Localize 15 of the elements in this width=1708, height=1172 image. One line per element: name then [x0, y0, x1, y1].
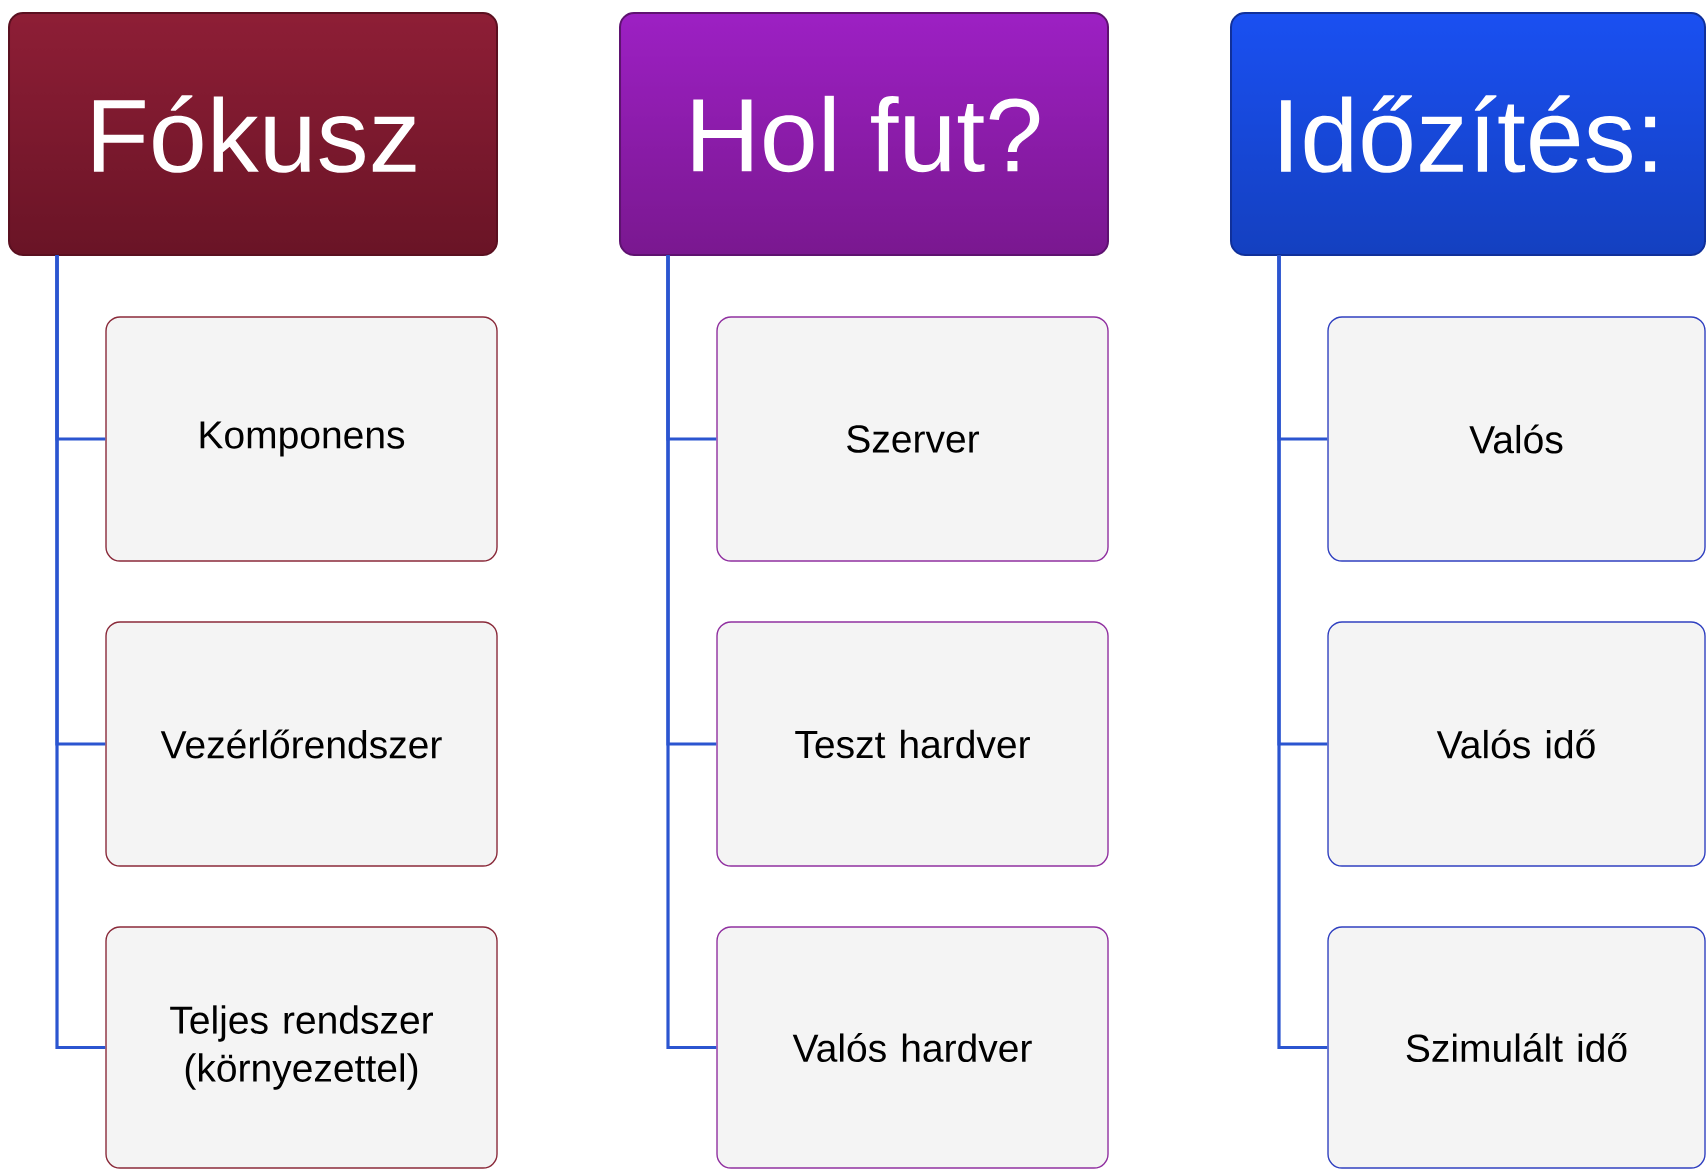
- header-box: Hol fut?: [619, 12, 1109, 256]
- item-box: Szimulált idő: [1327, 926, 1706, 1169]
- item-box: Vezérlőrendszer: [105, 621, 498, 867]
- connector: [55, 255, 106, 1050]
- item-box: Komponens: [105, 316, 498, 562]
- header-box: Fókusz: [8, 12, 498, 256]
- item-box: Teszt hardver: [716, 621, 1109, 867]
- connector: [1277, 255, 1328, 1050]
- item-box: Valós: [1327, 316, 1706, 562]
- item-box: Teljes rendszer (környezettel): [105, 926, 498, 1169]
- item-box: Szerver: [716, 316, 1109, 562]
- header-box: Időzítés:: [1230, 12, 1706, 256]
- connector: [666, 255, 717, 1050]
- item-box: Valós hardver: [716, 926, 1109, 1169]
- item-box: Valós idő: [1327, 621, 1706, 867]
